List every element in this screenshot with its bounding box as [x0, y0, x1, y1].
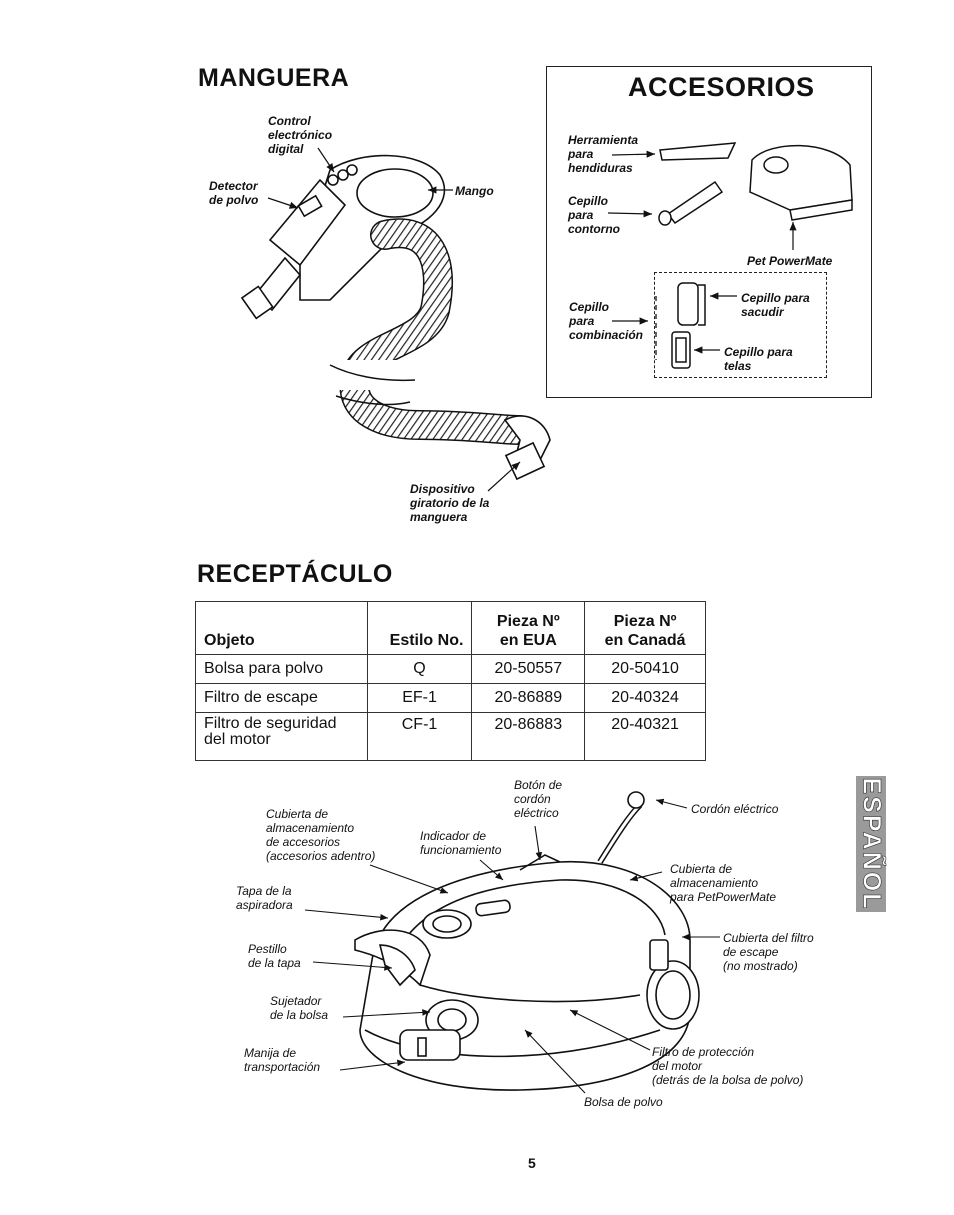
cell-eua: 20-86889: [471, 683, 586, 713]
accesorios-title: ACCESORIOS: [628, 72, 815, 102]
upholstery-brush-drawing: [671, 331, 691, 369]
page-number: 5: [528, 1155, 536, 1171]
header-estilo: Estilo No.: [366, 601, 473, 655]
table-row: Bolsa para polvo Q 20-50557 20-50410: [195, 654, 706, 684]
accessories-panel: [546, 66, 872, 398]
label-pet-powermate: Pet PowerMate: [747, 254, 833, 268]
cell-objeto: Bolsa para polvo: [195, 654, 368, 684]
crevice-tool-drawing: [659, 142, 737, 161]
cell-estilo: EF-1: [366, 683, 473, 713]
cell-canada: 20-50410: [584, 654, 706, 684]
label-cordon-electrico: Cordón eléctrico: [691, 802, 779, 816]
cell-canada: 20-40321: [584, 712, 706, 761]
combination-brush-group: [654, 272, 827, 378]
dusting-brush-drawing: [677, 282, 706, 326]
receptaculo-title: RECEPTÁCULO: [197, 560, 393, 588]
manguera-title: MANGUERA: [198, 64, 350, 92]
table-row: Filtro de escape EF-1 20-86889 20-40324: [195, 683, 706, 713]
language-tab-label: ESPAÑOL: [857, 777, 886, 911]
cell-eua: 20-50557: [471, 654, 586, 684]
pet-powermate-drawing: [749, 144, 853, 221]
header-objeto: Objeto: [195, 601, 368, 655]
contour-brush-drawing: [658, 180, 724, 226]
label-bolsa-polvo: Bolsa de polvo: [584, 1095, 663, 1109]
cell-estilo: Q: [366, 654, 473, 684]
cell-canada: 20-40324: [584, 683, 706, 713]
language-side-tab: ESPAÑOL: [856, 776, 886, 912]
cell-estilo: CF-1: [366, 712, 473, 761]
label-mango: Mango: [455, 184, 494, 198]
cell-eua: 20-86883: [471, 712, 586, 761]
cell-objeto: Filtro de escape: [195, 683, 368, 713]
canister-vacuum-drawing: [354, 791, 700, 1091]
